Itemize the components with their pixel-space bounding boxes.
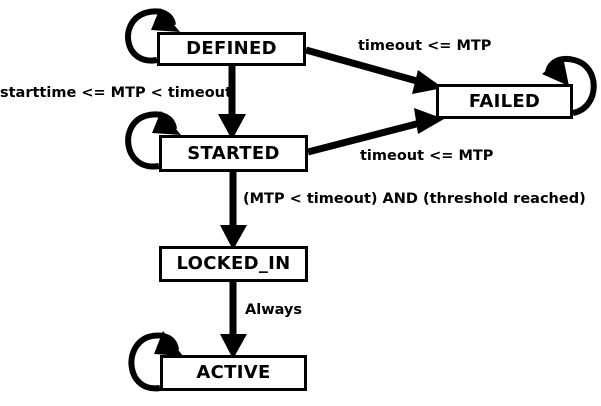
state-label-defined: DEFINED <box>186 38 277 59</box>
edge-lockedin-to-active <box>220 282 247 359</box>
edge-defined-to-started <box>218 66 246 140</box>
edge-label-start-condition: starttime <= MTP < timeout <box>0 85 232 101</box>
state-label-locked-in: LOCKED_IN <box>176 253 291 274</box>
state-label-failed: FAILED <box>468 90 541 112</box>
edge-started-to-failed <box>307 108 444 156</box>
edge-started-self-loop <box>125 111 181 170</box>
edge-label-always: Always <box>245 302 303 318</box>
edge-label-threshold-condition: (MTP < timeout) AND (threshold reached) <box>243 191 586 207</box>
edge-label-timeout-started: timeout <= MTP <box>360 148 494 164</box>
edge-started-to-lockedin <box>220 172 247 250</box>
edge-defined-self-loop <box>125 8 180 64</box>
state-node-locked-in[interactable]: LOCKED_IN <box>159 246 308 282</box>
state-node-failed[interactable]: FAILED <box>436 84 573 119</box>
state-node-active[interactable]: ACTIVE <box>160 355 307 391</box>
state-node-started[interactable]: STARTED <box>159 135 308 172</box>
edge-failed-self-loop <box>542 56 597 116</box>
edge-defined-to-failed <box>305 46 443 94</box>
edge-label-timeout-defined: timeout <= MTP <box>358 38 492 54</box>
state-label-active: ACTIVE <box>196 362 271 383</box>
state-label-started: STARTED <box>187 142 280 164</box>
state-node-defined[interactable]: DEFINED <box>157 32 306 66</box>
edge-active-self-loop <box>128 331 183 392</box>
